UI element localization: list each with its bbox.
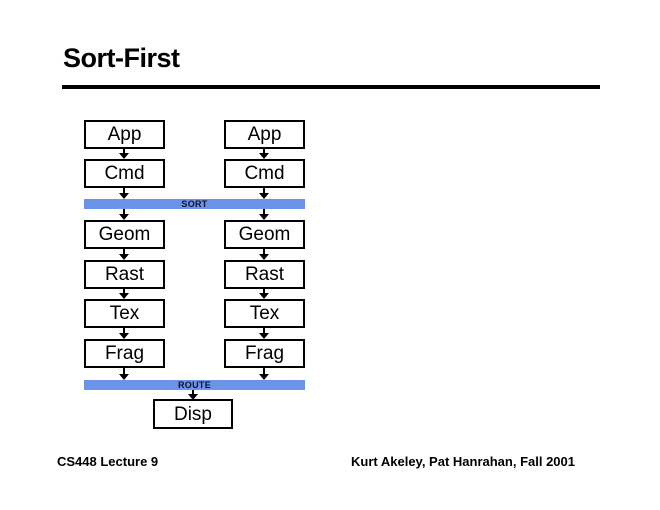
flow-arrow-cmd-sort-right — [259, 188, 269, 199]
flow-arrow-tex-frag-left — [119, 328, 129, 339]
sort-bar-label: SORT — [181, 199, 208, 209]
flow-arrow-sort-geom-left — [119, 209, 129, 220]
route-bus-bar: ROUTE — [84, 380, 305, 390]
stage-box-app-left: App — [84, 120, 165, 149]
footer-course-label: CS448 Lecture 9 — [57, 454, 159, 469]
sort-bus-bar: SORT — [84, 199, 305, 209]
stage-box-tex-left: Tex — [84, 299, 165, 328]
stage-box-tex-right: Tex — [224, 299, 305, 328]
flow-arrow-geom-rast-left — [119, 249, 129, 260]
flow-arrow-cmd-sort-left — [119, 188, 129, 199]
flow-arrow-rast-tex-left — [119, 289, 129, 299]
flow-arrow-rast-tex-right — [259, 289, 269, 299]
stage-box-frag-right: Frag — [224, 339, 305, 368]
stage-box-disp: Disp — [153, 399, 233, 429]
flow-arrow-tex-frag-right — [259, 328, 269, 339]
route-bar-label: ROUTE — [178, 380, 211, 390]
flow-arrow-app-cmd-right — [259, 149, 269, 159]
flow-arrow-frag-route-left — [119, 368, 129, 380]
flow-arrow-sort-geom-right — [259, 209, 269, 220]
stage-box-cmd-left: Cmd — [84, 159, 165, 188]
stage-box-app-right: App — [224, 120, 305, 149]
stage-box-geom-right: Geom — [224, 220, 305, 249]
flow-arrow-app-cmd-left — [119, 149, 129, 159]
stage-box-rast-left: Rast — [84, 260, 165, 289]
flow-arrow-geom-rast-right — [259, 249, 269, 260]
stage-box-frag-left: Frag — [84, 339, 165, 368]
page-title: Sort-First — [63, 43, 180, 73]
title-underline-rule — [62, 85, 600, 89]
stage-box-geom-left: Geom — [84, 220, 165, 249]
flow-arrow-frag-route-right — [259, 368, 269, 380]
stage-box-rast-right: Rast — [224, 260, 305, 289]
footer-credits-label: Kurt Akeley, Pat Hanrahan, Fall 2001 — [351, 454, 575, 469]
stage-box-cmd-right: Cmd — [224, 159, 305, 188]
flow-arrow-route-disp — [188, 390, 198, 400]
